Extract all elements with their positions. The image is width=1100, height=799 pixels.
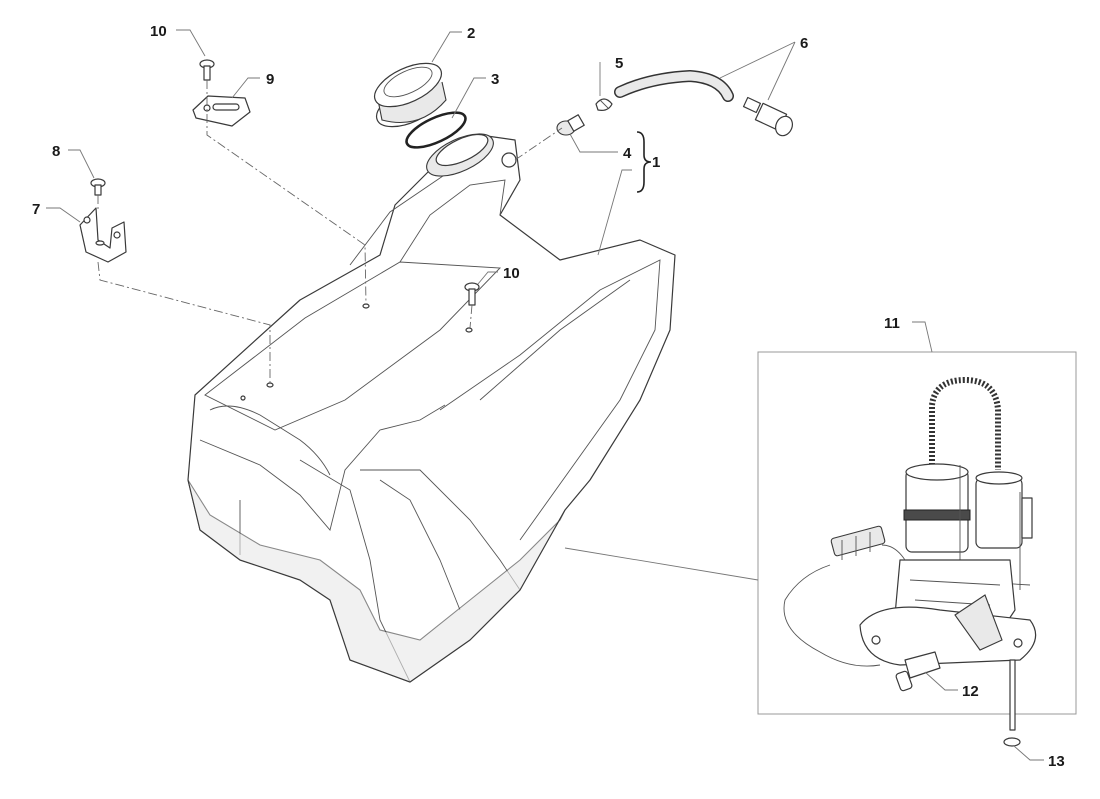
hose-end-fitting: [742, 96, 793, 137]
callout-6: 6: [800, 35, 808, 52]
callout-2: 2: [467, 25, 475, 42]
fuel-pump-inset-frame: [757, 351, 1077, 715]
assembly-lines: [97, 80, 563, 385]
callout-5: 5: [615, 55, 623, 72]
vent-fitting: [556, 114, 585, 136]
callout-12: 12: [962, 683, 979, 700]
mounting-bracket: [79, 207, 127, 263]
fuel-tank: [187, 133, 676, 683]
callout-8: 8: [52, 143, 60, 160]
bracket-screw: [90, 178, 106, 196]
callout-7: 7: [32, 201, 40, 218]
leader-lines: [46, 29, 1044, 761]
callout-11: 11: [884, 315, 900, 332]
filler-cap: [373, 62, 447, 128]
callout-3: 3: [491, 71, 499, 88]
callout-13: 13: [1048, 753, 1065, 770]
callout-4: 4: [623, 145, 632, 162]
callout-1: 1: [652, 154, 660, 171]
callout-10-tank: 10: [503, 265, 520, 282]
o-ring: [405, 111, 467, 149]
inset-pointer: [564, 547, 759, 581]
hose-clamp: [595, 98, 613, 111]
callout-9: 9: [266, 71, 274, 88]
fuel-pump-assembly: [783, 376, 1037, 692]
screw-upper: [199, 59, 215, 81]
vent-hose: [614, 69, 734, 102]
screw-tank: [464, 282, 480, 306]
callout-10-upper: 10: [150, 23, 167, 40]
group-brace: [636, 131, 652, 193]
pump-screw: [1003, 659, 1021, 747]
clip-plate: [192, 95, 251, 127]
